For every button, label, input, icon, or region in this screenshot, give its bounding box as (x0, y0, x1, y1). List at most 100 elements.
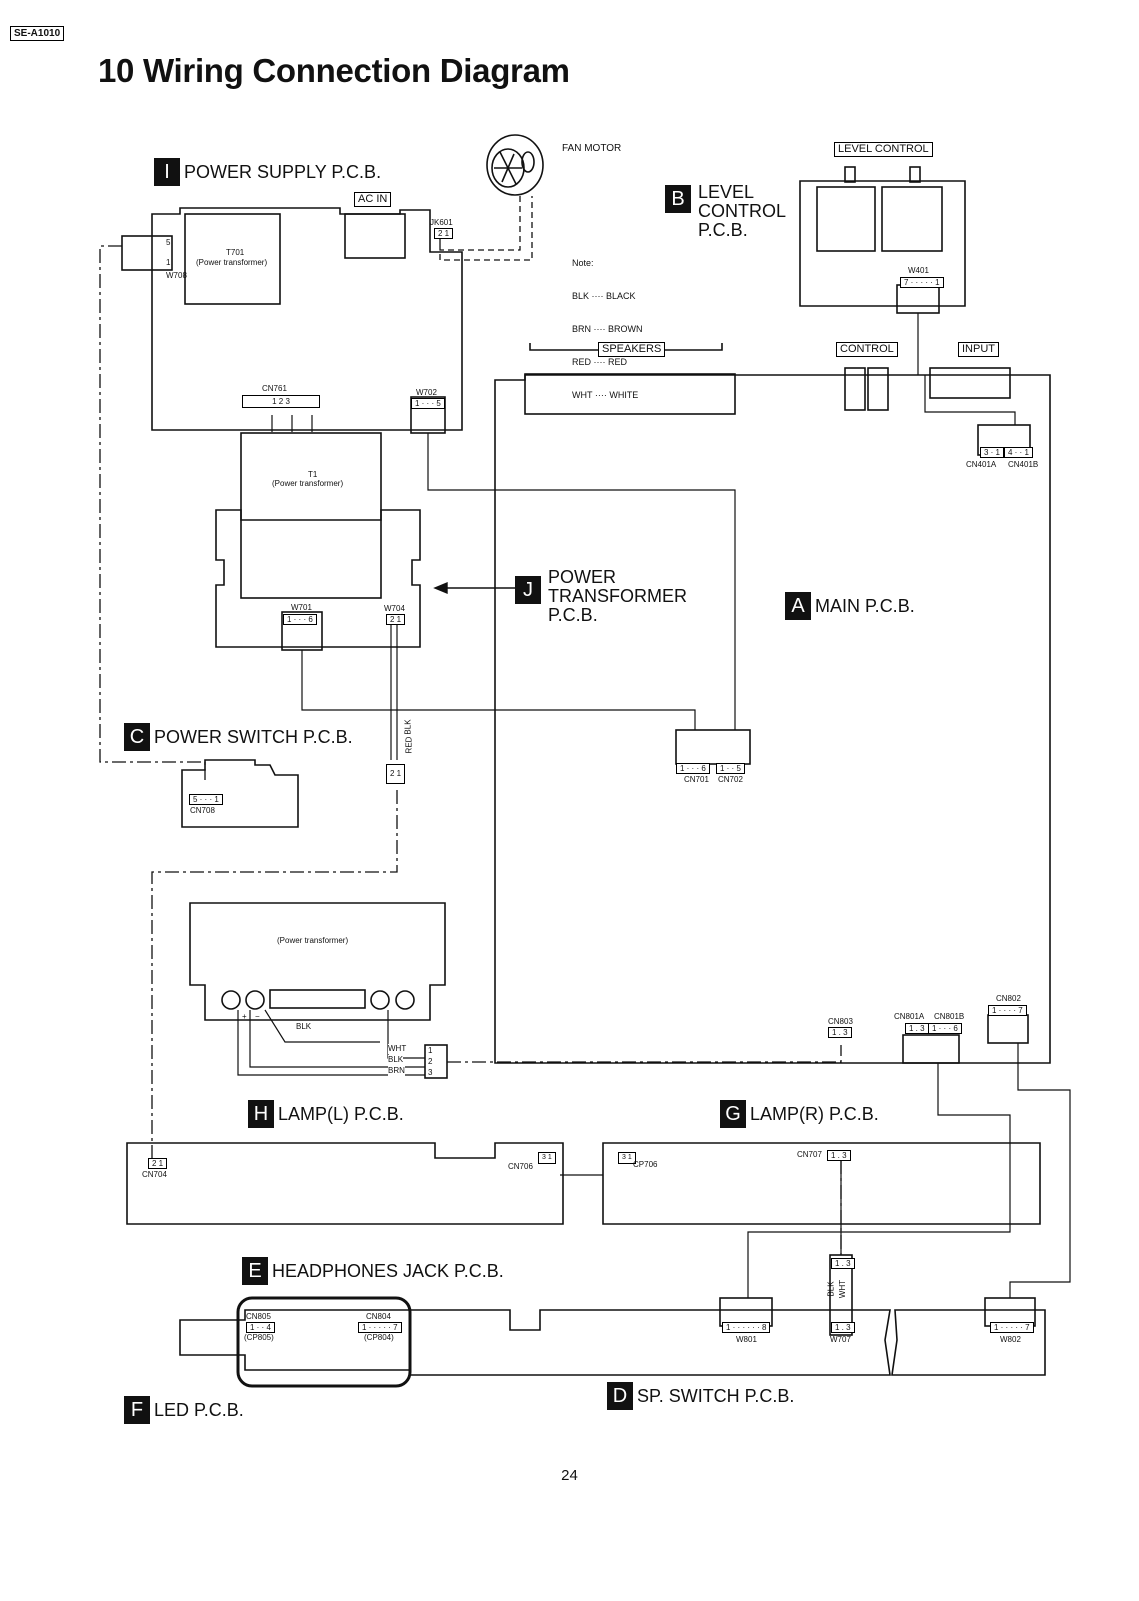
cp805-label: (CP805) (244, 1333, 274, 1342)
cn801-connector (902, 1034, 960, 1064)
cn708-pins: 5 · · · 1 (189, 794, 223, 805)
t701-label: T701 (226, 248, 245, 257)
cn707-label: CN707 (797, 1150, 822, 1159)
note-line: RED ···· RED (572, 357, 627, 367)
w401-label: W401 (908, 266, 929, 275)
board-letter-badge: I (154, 158, 180, 186)
note-line: BRN ···· BROWN (572, 324, 643, 334)
note-heading: Note: (572, 258, 594, 268)
t1-label: T1 (308, 470, 318, 479)
sp-switch-pcb-outline (179, 1309, 891, 1376)
fan-motor-label: FAN MOTOR (562, 143, 622, 154)
board-name-line: POWER (548, 567, 617, 587)
wire-red-label: RED (404, 736, 414, 754)
cn805-label: CN805 (246, 1312, 271, 1321)
board-letter-badge: A (785, 592, 811, 620)
t1-desc: (Power transformer) (272, 479, 344, 488)
w802-pins: 1 · · · · · 7 (990, 1322, 1034, 1333)
level-control-label: LEVEL CONTROL (834, 142, 933, 157)
board-name-line: P.C.B. (548, 605, 598, 625)
fan-motor-icon (486, 134, 544, 196)
board-letter-badge: H (248, 1100, 274, 1128)
board-name-line: P.C.B. (698, 220, 748, 240)
cp706-label: CP706 (633, 1160, 658, 1169)
lamp-blk2-label: BLK (388, 1055, 404, 1065)
w401-connector (896, 284, 940, 314)
cn761-pins: 1 2 3 (242, 395, 320, 408)
w702-label: W702 (416, 388, 437, 397)
cn706-label: CN706 (508, 1162, 533, 1171)
w704-label: W704 (384, 604, 405, 613)
cn801a-pins: 1 . 3 (905, 1023, 929, 1034)
w704-pins: 2 1 (386, 614, 406, 625)
ac-in-label: AC IN (354, 192, 392, 207)
lamp-blk-label: BLK (296, 1022, 312, 1032)
lamp-wht-label: WHT (388, 1044, 407, 1054)
cn701-label: CN701 (684, 775, 709, 784)
t1-box (240, 432, 382, 599)
board-name-line: TRANSFORMER (548, 586, 687, 606)
w702-pins: 1 · · · 5 (411, 398, 445, 409)
terminal-pin-2: 2 (428, 1057, 433, 1066)
w708-pin-bottom: 1 (166, 258, 171, 267)
w801-pins: 1 · · · · · · 8 (722, 1322, 771, 1333)
w801-label: W801 (736, 1335, 757, 1344)
w707-blk-label: BLK (826, 1281, 836, 1297)
cn801a-label: CN801A (894, 1012, 925, 1021)
lamp-r-pcb-outline (602, 1142, 1041, 1225)
cn761-label: CN761 (262, 384, 287, 393)
w707-plug-pins: 1 . 3 (831, 1258, 855, 1269)
cn803-label: CN803 (828, 1017, 853, 1026)
board-name: SP. SWITCH P.C.B. (637, 1385, 795, 1406)
board-name: LAMP(L) P.C.B. (278, 1103, 404, 1124)
cn704-label: CN704 (142, 1170, 167, 1179)
cn702-pins: 1 · · 5 (716, 763, 745, 774)
headphones-jack-pcb-outline (236, 1296, 412, 1388)
terminal-pin-3: 3 (428, 1068, 433, 1077)
power-supply-pcb-outline (151, 207, 463, 431)
control-label: CONTROL (836, 342, 898, 357)
cp804-label: (CP804) (364, 1333, 394, 1342)
main-pcb-outline (494, 374, 1051, 1064)
cn702-label: CN702 (718, 775, 743, 784)
w704-plug-pins: 2 1 (386, 764, 406, 784)
polarity-plus: + (242, 1012, 247, 1021)
lamp-transformer-desc: (Power transformer) (277, 936, 349, 945)
page-number: 24 (561, 1467, 578, 1484)
cn802-pins: 1 · · · · 7 (988, 1005, 1027, 1016)
cn708-label: CN708 (190, 806, 215, 815)
wire-blk-label: BLK (403, 719, 413, 735)
w708-pin-top: 5 (166, 238, 171, 247)
speakers-block (524, 373, 736, 415)
model-number: SE-A1010 (10, 26, 65, 41)
cn701-pins: 1 · · · 6 (676, 763, 710, 774)
w802-label: W802 (1000, 1335, 1021, 1344)
ac-in-block (344, 213, 406, 259)
w708-label: W708 (166, 271, 187, 280)
w701-label: W701 (291, 603, 312, 612)
board-letter-badge: B (665, 185, 691, 213)
cn801b-label: CN801B (934, 1012, 965, 1021)
polarity-minus: − (255, 1012, 260, 1021)
cn401b-pins: 4 · · 1 (1004, 447, 1033, 458)
board-letter-badge: C (124, 723, 150, 751)
board-name-line: LEVEL (698, 182, 755, 202)
board-name-line: CONTROL (698, 201, 787, 221)
board-letter-badge: D (607, 1382, 633, 1410)
board-name: LAMP(R) P.C.B. (750, 1103, 879, 1124)
board-name: HEADPHONES JACK P.C.B. (272, 1260, 504, 1281)
board-letter-badge: E (242, 1257, 268, 1285)
note-line: BLK ···· BLACK (572, 291, 636, 301)
w707-pins: 1 . 3 (831, 1322, 855, 1333)
cn804-label: CN804 (366, 1312, 391, 1321)
lamp-l-pcb-outline (126, 1142, 564, 1225)
cn706-pins: 3 1 (538, 1152, 556, 1164)
jk601-pins: 2 1 (434, 228, 454, 239)
